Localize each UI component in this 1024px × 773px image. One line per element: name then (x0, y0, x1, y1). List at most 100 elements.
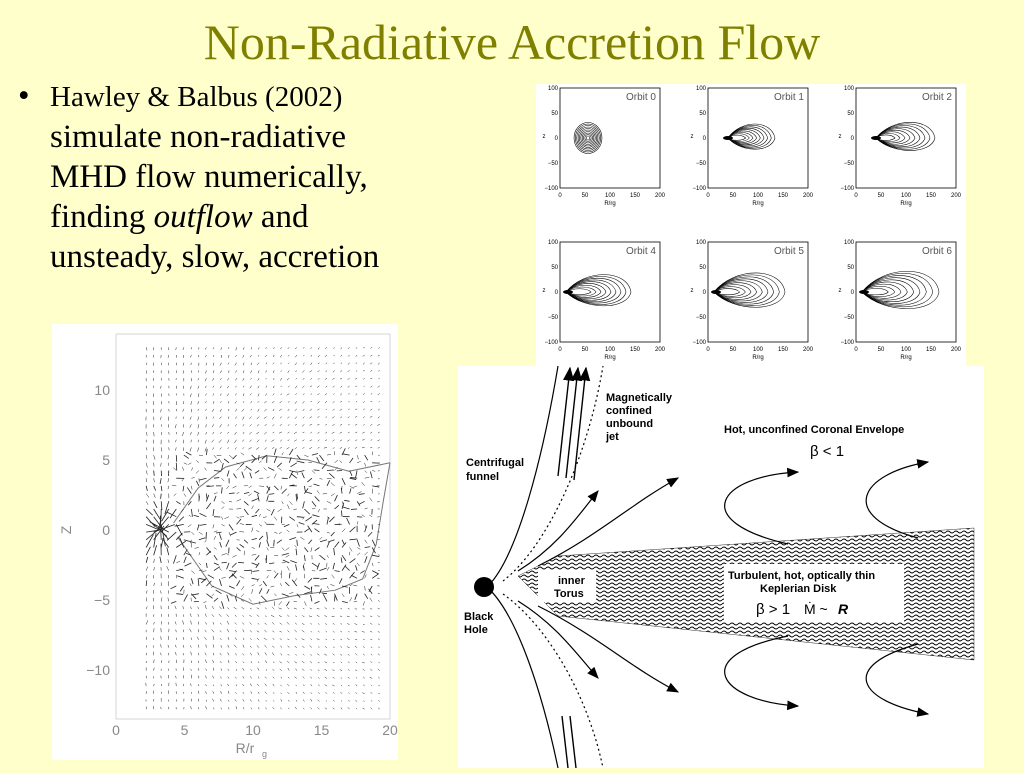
vector-x-tick: 20 (382, 722, 398, 738)
orbit-x-tick: 50 (730, 347, 737, 353)
orbit-x-tick: 100 (901, 193, 912, 199)
orbit-y-tick: −100 (692, 186, 706, 192)
bullet-text: • Hawley & Balbus (2002) simulate non-ra… (18, 76, 518, 277)
orbit-x-tick: 150 (926, 193, 937, 199)
orbit-x-tick: 0 (706, 347, 710, 353)
schematic-panel: Magnetically confined unbound jet Centri… (458, 366, 984, 768)
orbit-y-tick: 100 (548, 240, 559, 246)
jet-label-3: unbound (606, 418, 653, 430)
bullet-marker: • (18, 76, 30, 116)
corona-label: Hot, unconfined Coronal Envelope (724, 424, 904, 436)
orbit-y-tick: −50 (548, 161, 559, 167)
orbit-y-tick: −50 (696, 161, 707, 167)
slide-title: Non-Radiative Accretion Flow (0, 12, 1024, 72)
outflow-upper-2 (725, 472, 798, 544)
orbit-core (563, 290, 573, 294)
bullet-line-4-pre: finding (50, 199, 154, 235)
orbit-y-tick: −100 (544, 186, 558, 192)
bullet-line-5: unsteady, slow, accretion (50, 239, 379, 275)
disk-mdot: Ṁ ~ (804, 600, 828, 617)
orbit-y-tick: 0 (851, 136, 855, 142)
torus-label-1: inner (558, 575, 586, 587)
vector-y-tick: −10 (86, 662, 110, 678)
vector-field (146, 347, 380, 709)
orbit-label: Orbit 5 (774, 246, 804, 257)
orbit-y-label: z (839, 288, 842, 294)
funnel-label-2: funnel (466, 471, 499, 483)
orbit-core (859, 290, 869, 294)
orbit-x-tick: 100 (753, 347, 764, 353)
orbit-y-tick: −100 (840, 186, 854, 192)
bullet-emphasis-outflow: outflow (154, 199, 253, 235)
orbit-y-tick: 100 (696, 86, 707, 92)
jet-label-2: confined (606, 405, 652, 417)
orbit-x-tick: 50 (730, 193, 737, 199)
orbit-core (871, 136, 881, 140)
orbit-label: Orbit 2 (922, 92, 952, 103)
corona-beta: β < 1 (810, 443, 844, 460)
funnel-dotted-lower (503, 594, 603, 768)
vector-y-tick: 10 (94, 382, 110, 398)
orbit-y-tick: 50 (551, 111, 558, 117)
orbit-x-label: R/rg (900, 355, 911, 361)
orbit-x-tick: 0 (558, 193, 562, 199)
orbit-y-tick: −50 (844, 315, 855, 321)
torus-label-2: Torus (554, 588, 584, 600)
orbit-x-tick: 0 (854, 193, 858, 199)
black-hole-label-2: Hole (464, 624, 488, 636)
orbit-x-label: R/rg (604, 201, 615, 207)
disk-label-1: Turbulent, hot, optically thin (728, 570, 875, 582)
orbit-y-tick: −100 (544, 340, 558, 346)
orbit-y-label: z (691, 134, 694, 140)
orbit-x-tick: 150 (778, 193, 789, 199)
orbit-x-tick: 200 (951, 347, 962, 353)
black-hole (474, 577, 494, 597)
jet-arrow-5 (570, 716, 576, 768)
jet-arrow-4 (562, 716, 568, 768)
density-contour-upper (174, 456, 390, 523)
orbit-y-label: z (839, 134, 842, 140)
disk-mdot-r: R (838, 601, 849, 617)
orbit-x-tick: 100 (753, 193, 764, 199)
bullet-line-1: Hawley & Balbus (2002) (50, 81, 342, 113)
orbit-y-label: z (543, 134, 546, 140)
funnel-label-1: Centrifugal (466, 457, 524, 469)
orbit-x-tick: 200 (655, 193, 666, 199)
funnel-dotted-upper (503, 366, 603, 581)
orbit-y-tick: 100 (548, 86, 559, 92)
orbit-x-tick: 0 (854, 347, 858, 353)
vector-x-tick: 10 (245, 722, 261, 738)
orbit-core (723, 136, 733, 140)
orbit-y-tick: 50 (699, 111, 706, 117)
orbit-label: Orbit 0 (626, 92, 656, 103)
orbit-x-tick: 100 (605, 193, 616, 199)
orbit-x-tick: 100 (605, 347, 616, 353)
orbit-y-tick: 50 (847, 111, 854, 117)
vector-x-tick: 0 (112, 722, 120, 738)
orbit-x-tick: 200 (951, 193, 962, 199)
vector-y-label: Z (58, 525, 74, 534)
vector-y-tick: −5 (94, 592, 110, 608)
bullet-line-3: MHD flow numerically, (50, 159, 368, 195)
orbit-y-tick: 50 (699, 265, 706, 271)
funnel-outer-lower (488, 588, 558, 768)
black-hole-label-1: Black (464, 611, 494, 623)
orbit-y-tick: −50 (844, 161, 855, 167)
orbit-x-tick: 0 (558, 347, 562, 353)
orbit-y-tick: 50 (847, 265, 854, 271)
orbit-x-tick: 50 (878, 193, 885, 199)
orbit-y-tick: 50 (551, 265, 558, 271)
orbit-y-tick: 100 (696, 240, 707, 246)
orbit-label: Orbit 4 (626, 246, 656, 257)
orbit-x-tick: 0 (706, 193, 710, 199)
orbit-label: Orbit 6 (922, 246, 952, 257)
disk-label-2: Keplerian Disk (760, 583, 837, 595)
vector-x-tick: 5 (181, 722, 189, 738)
orbit-x-tick: 150 (630, 193, 641, 199)
orbit-y-tick: 0 (555, 136, 559, 142)
